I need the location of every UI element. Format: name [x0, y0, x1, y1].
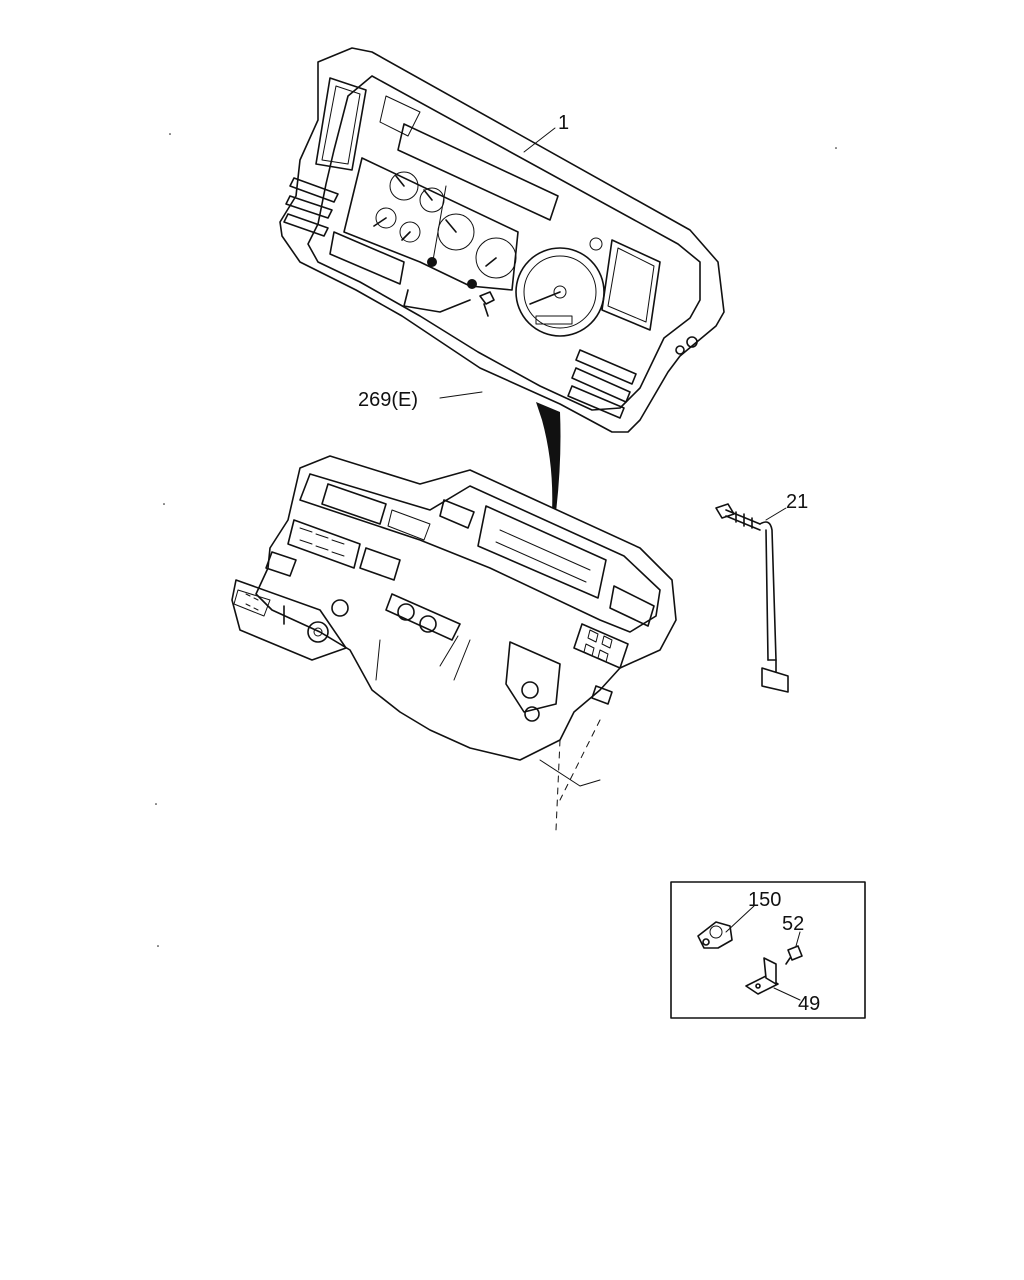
leader-line-49 — [773, 987, 801, 1001]
callout-49: 49 — [798, 993, 820, 1015]
leader-line-21 — [765, 507, 787, 521]
bolt — [785, 945, 803, 965]
callout-150: 150 — [748, 889, 781, 911]
callout-269e: 269(E) — [358, 389, 418, 411]
leader-line-150 — [725, 905, 755, 933]
scan-specks — [155, 133, 837, 947]
callout-21: 21 — [786, 491, 808, 513]
leader-line-1 — [523, 127, 556, 153]
screw-269e — [479, 291, 495, 317]
dashboard — [231, 455, 677, 831]
instrument-cluster — [279, 47, 725, 433]
mounting-bracket — [745, 957, 779, 995]
cable-clip — [697, 921, 733, 949]
leader-line-269e — [439, 391, 483, 399]
callout-1: 1 — [558, 112, 569, 134]
detail-inset-box — [670, 881, 866, 1019]
leader-line-52 — [795, 931, 801, 947]
speedometer-cable — [715, 503, 789, 693]
callout-52: 52 — [782, 913, 804, 935]
installation-arrow — [536, 402, 561, 512]
